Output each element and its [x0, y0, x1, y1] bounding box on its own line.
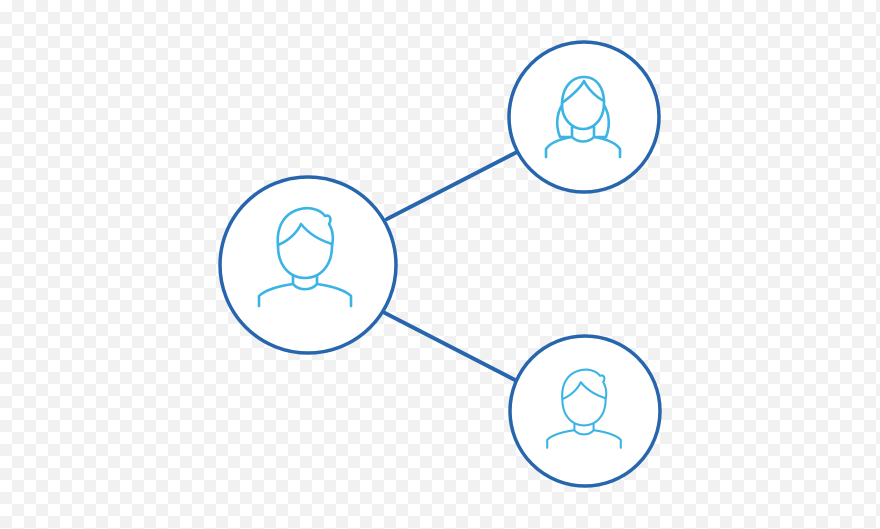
node-ring-center: [218, 175, 398, 355]
node-center: [218, 175, 398, 355]
node-ring-bottom-right: [508, 334, 662, 488]
connector-line-top: [385, 150, 519, 221]
connector-line-bottom: [383, 311, 517, 382]
node-ring-top-right: [507, 40, 661, 194]
node-top-right: [507, 40, 661, 194]
node-bottom-right: [508, 334, 662, 488]
